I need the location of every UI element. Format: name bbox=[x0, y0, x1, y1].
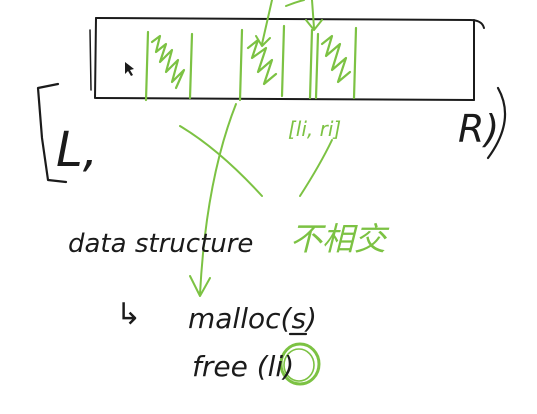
free-label: free (li) bbox=[192, 350, 294, 383]
top-flick bbox=[285, 0, 305, 7]
right-paren bbox=[486, 86, 507, 160]
left-bound-label: L, bbox=[56, 122, 98, 178]
allocated-block-1 bbox=[144, 30, 194, 102]
malloc-label: malloc(s) bbox=[188, 302, 317, 335]
cross-line-left bbox=[179, 125, 263, 197]
data-structure-label: data structure bbox=[68, 229, 253, 259]
arrow-to-malloc bbox=[189, 103, 237, 297]
down-arrow-right bbox=[305, 0, 323, 31]
return-arrow-icon: ↳ bbox=[116, 297, 141, 332]
right-bound-label: R) bbox=[458, 107, 499, 151]
highlight-circle bbox=[279, 342, 321, 386]
memory-array bbox=[89, 17, 485, 101]
down-arrow-left bbox=[255, 0, 273, 47]
cross-line-right bbox=[299, 139, 333, 197]
interval-label: [li, ri] bbox=[288, 117, 341, 141]
cursor-icon bbox=[125, 62, 134, 76]
left-bracket bbox=[36, 82, 68, 184]
allocated-block-3 bbox=[308, 26, 358, 100]
allocated-block-2 bbox=[238, 24, 286, 102]
disjoint-label: 不相交 bbox=[290, 220, 390, 258]
